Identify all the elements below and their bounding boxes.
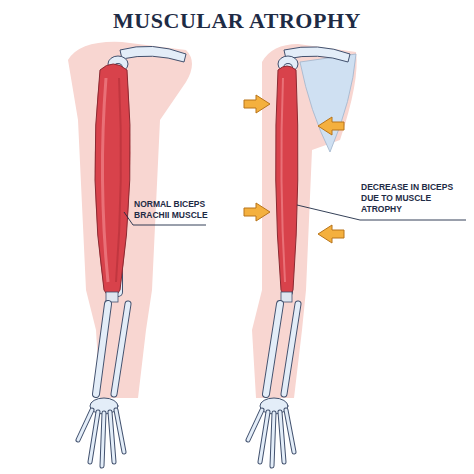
biceps-muscle: [95, 64, 130, 302]
arrow-right: [244, 203, 270, 221]
forearm-bones: [266, 304, 298, 394]
tendon: [281, 292, 292, 302]
arrow-left: [318, 225, 344, 243]
diagram-title: MUSCULAR ATROPHY: [0, 8, 474, 34]
hand-bones: [248, 398, 294, 466]
arrow-right: [244, 95, 270, 113]
atrophied-biceps: [276, 66, 298, 302]
callout-label: DECREASE IN BICEPS DUE TO MUSCLE ATROPHY: [361, 182, 467, 215]
arm-silhouette: [252, 44, 357, 398]
hand-bones: [78, 398, 124, 466]
arrow-left: [318, 117, 344, 135]
forearm-bones: [96, 304, 128, 394]
normal-arm: [68, 42, 192, 466]
pressure-arrows: [244, 95, 344, 243]
scapula: [300, 54, 356, 152]
callout-label: NORMAL BICEPS BRACHII MUSCLE: [134, 199, 208, 221]
clavicle: [120, 46, 186, 62]
